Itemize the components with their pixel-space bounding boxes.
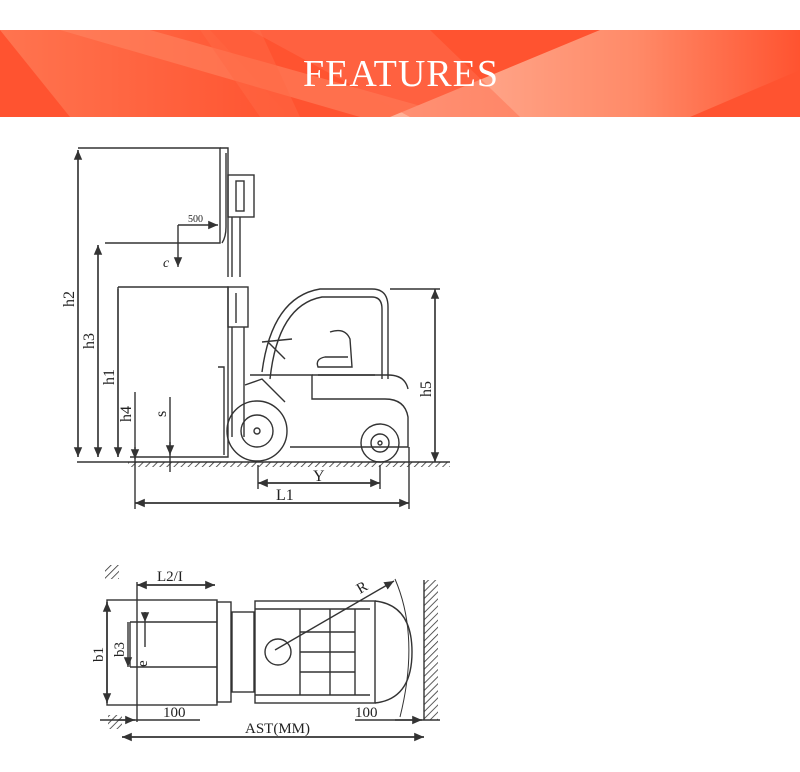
e-label: e <box>135 660 151 667</box>
banner-background-shapes <box>0 30 800 117</box>
top-view-drawing: L2/I b1 b3 e R 100 100 AST(MM) <box>91 565 440 742</box>
y-label: Y <box>313 468 325 485</box>
ast-label: AST(MM) <box>245 721 310 737</box>
h5-label: h5 <box>418 381 435 397</box>
clear-right-label: 100 <box>355 705 378 721</box>
h2-label: h2 <box>61 291 78 307</box>
r-label: R <box>354 579 371 598</box>
c-label: c <box>163 256 170 271</box>
b1-label: b1 <box>91 647 107 662</box>
h1-label: h1 <box>101 369 118 385</box>
l2i-label: L2/I <box>157 569 183 585</box>
h4-label: h4 <box>118 406 135 422</box>
h3-label: h3 <box>81 333 98 349</box>
side-view-drawing: 500 c <box>61 147 450 509</box>
l1-label: L1 <box>276 487 294 504</box>
s-label: s <box>153 411 170 417</box>
clear-left-label: 100 <box>163 705 186 721</box>
dim-500-label: 500 <box>188 214 203 225</box>
banner-title: FEATURES <box>303 52 499 95</box>
features-banner: FEATURES <box>0 30 800 117</box>
b3-label: b3 <box>112 642 128 657</box>
forklift-dimension-diagram: 500 c <box>0 117 800 767</box>
